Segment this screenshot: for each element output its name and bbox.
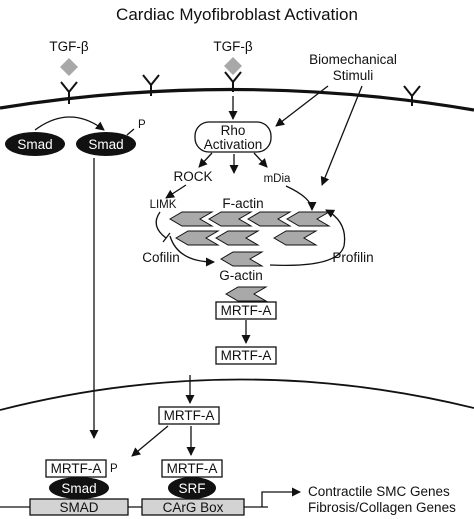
rho-activation-label: Activation (204, 137, 263, 152)
srf-ellipse (168, 477, 216, 499)
mrtf-a-phospho-label: P (110, 463, 118, 475)
mrtf-a-smad-complex-label: MRTF-A (51, 461, 102, 476)
transcription-arrow (261, 487, 301, 507)
mrtf-a-bound-box (215, 301, 277, 320)
g-actin-on-mrtf (225, 286, 268, 302)
smad-factor-label: Smad (61, 481, 96, 496)
carg-box-label: CArG Box (163, 500, 224, 515)
tgf-receptor-right (224, 71, 242, 92)
smad-label-right: Smad (88, 137, 123, 152)
srf-label: SRF (179, 481, 206, 496)
arrow-rock-to-limk (165, 184, 187, 199)
smad-binding-site (29, 498, 129, 516)
smad-phospho-label: P (138, 119, 146, 131)
arrow-profilin-loop (269, 209, 346, 266)
arrow-mdia-to-factin (285, 185, 317, 211)
rho-label: Rho (221, 123, 246, 138)
rock-label: ROCK (173, 169, 212, 184)
limk-inhibits-cofilin (155, 211, 167, 239)
mrtf-a-bound-label: MRTF-A (221, 303, 272, 318)
limk-inhibition-bar (162, 232, 171, 243)
arrow-rho-to-mdia (253, 152, 268, 168)
smad-ellipse-left (5, 132, 65, 156)
mrtf-a-cytoplasm-label: MRTF-A (221, 348, 272, 363)
smad-binding-site-label: SMAD (59, 500, 98, 515)
mrtf-a-srf-complex-label: MRTF-A (167, 461, 218, 476)
cell-membrane (0, 87, 474, 112)
arrow-smad-phosphorylation (34, 116, 105, 131)
nuclear-membrane (0, 378, 474, 411)
receptor-unbound-1 (142, 74, 160, 96)
arrow-stimuli-to-mdia (320, 85, 363, 186)
smad-phospho-tick (126, 128, 135, 136)
biomechanical-stimuli-label-2: Stimuli (333, 68, 374, 83)
f-actin-filament (169, 211, 331, 246)
profilin-label: Profilin (332, 250, 373, 265)
limk-label: LIMK (150, 199, 177, 211)
rho-activation-box (194, 121, 272, 153)
g-actin-label: G-actin (219, 268, 263, 283)
receptor-unbound-2 (403, 85, 421, 106)
output-genes-line2: Fibrosis/Collagen Genes (308, 500, 456, 515)
tgf-beta-ligand-right (224, 57, 242, 75)
carg-box (141, 498, 245, 516)
smad-ellipse-right (76, 132, 136, 156)
mrtf-a-smad-complex-box (45, 459, 107, 478)
arrow-stimuli-to-rho (275, 85, 329, 127)
tgf-beta-label-right: TGF-β (213, 39, 252, 54)
output-genes-line1: Contractile SMC Genes (308, 484, 450, 499)
mrtf-a-nuclear-label: MRTF-A (164, 408, 215, 423)
arrow-rho-to-rock (198, 152, 213, 168)
f-actin-label: F-actin (222, 196, 263, 211)
tgf-beta-label-left: TGF-β (49, 39, 88, 54)
biomechanical-stimuli-label: Biomechanical (309, 52, 397, 67)
mrtf-a-cytoplasm-box (215, 346, 277, 365)
cofilin-label: Cofilin (142, 250, 180, 265)
tgf-receptor-left (60, 81, 78, 104)
g-actin-monomer (220, 251, 264, 267)
smad-label-left: Smad (17, 137, 52, 152)
mdia-label: mDia (264, 173, 291, 185)
arrow-factin-to-gactin (169, 235, 215, 267)
tgf-beta-ligand-left (60, 58, 78, 76)
diagram-title: Cardiac Myofibroblast Activation (116, 5, 358, 24)
arrow-mrtf-to-smad-complex (131, 425, 169, 457)
smad-factor-ellipse (49, 477, 109, 499)
mrtf-a-nuclear-box (158, 406, 220, 425)
